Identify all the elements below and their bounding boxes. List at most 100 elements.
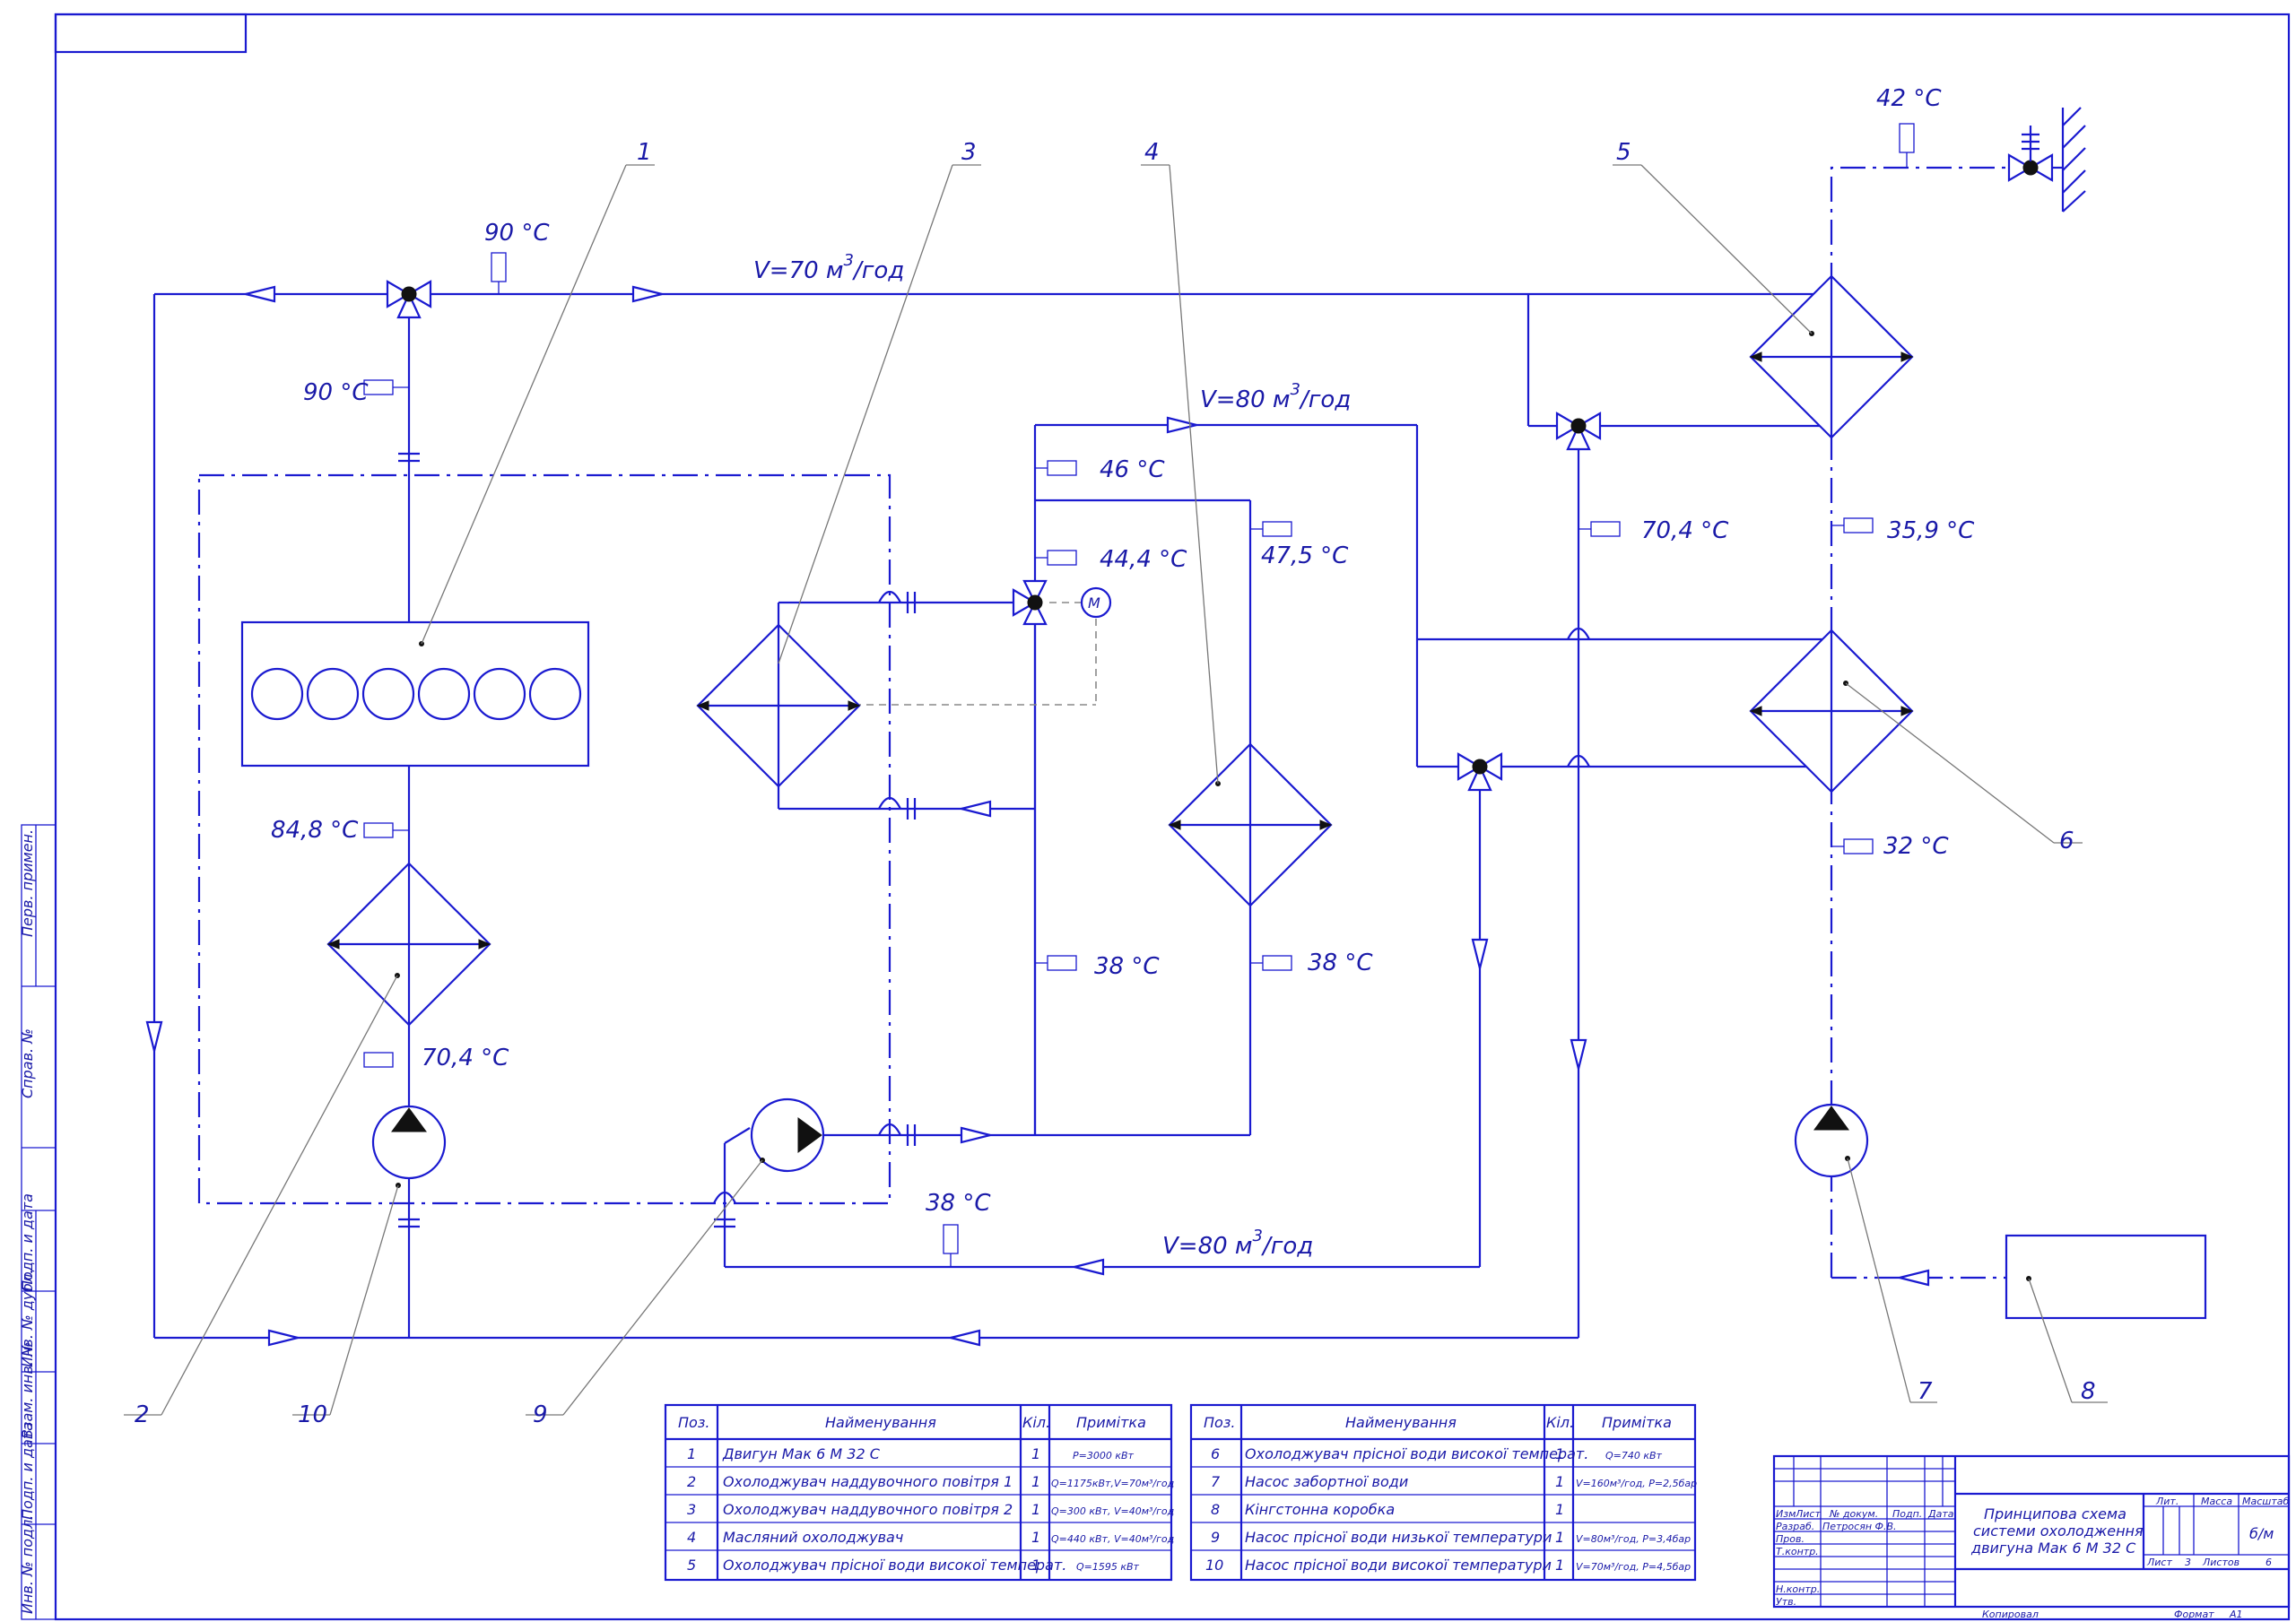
drawing-title-2: системи охолодження (1973, 1522, 2144, 1540)
engine (240, 620, 590, 768)
temp-90-left: 90 °С (303, 379, 369, 406)
svg-text:P=3000 кВт: P=3000 кВт (1073, 1450, 1135, 1462)
svg-text:V=160м³/год, P=2,5бар: V=160м³/год, P=2,5бар (1576, 1478, 1697, 1489)
svg-text:Т.контр.: Т.контр. (1776, 1546, 1819, 1557)
svg-text:10: 10 (1205, 1557, 1223, 1574)
temp-444: 44,4 °С (1100, 546, 1187, 573)
svg-text:3: 3 (2185, 1557, 2191, 1568)
svg-text:Охолоджувач прісної води висок: Охолоджувач прісної води високої темпера… (1245, 1445, 1588, 1462)
svg-text:Масштаб: Масштаб (2242, 1496, 2289, 1507)
flow-bottom: V=80 м (1162, 1233, 1253, 1260)
svg-text:1: 1 (1555, 1445, 1564, 1462)
pos-6: 6 (2059, 828, 2074, 854)
svg-text:5: 5 (687, 1557, 696, 1574)
temp-704-left: 70,4 °С (422, 1045, 509, 1071)
valve-top (386, 280, 432, 319)
svg-text:Кіл.: Кіл. (1022, 1414, 1050, 1431)
svg-text:V=70 м3/год: V=70 м3/год (753, 251, 904, 284)
svg-text:1: 1 (1031, 1473, 1040, 1490)
side-stamp-4: Инв. № дубл. (19, 1270, 36, 1367)
svg-text:Найменування: Найменування (825, 1414, 936, 1431)
side-stamp-5: Взам. инв. № (19, 1341, 36, 1439)
svg-text:V=80м³/год, P=3,4бар: V=80м³/год, P=3,4бар (1576, 1533, 1691, 1545)
temp-359: 35,9 °С (1887, 517, 1975, 544)
svg-text:Петросян Ф.В.: Петросян Ф.В. (1822, 1521, 1897, 1532)
svg-text:Q=440 кВт, V=40м³/год: Q=440 кВт, V=40м³/год (1051, 1533, 1174, 1545)
temp-475: 47,5 °С (1261, 542, 1349, 569)
pump-7 (1794, 1103, 1869, 1178)
svg-text:Поз.: Поз. (678, 1414, 709, 1431)
svg-text:Пров.: Пров. (1776, 1533, 1805, 1545)
temp-704-right: 70,4 °С (1641, 517, 1729, 544)
svg-text:1: 1 (687, 1445, 696, 1462)
svg-text:б/м: б/м (2249, 1525, 2274, 1542)
pos-7: 7 (1918, 1378, 1933, 1405)
side-stamp: Перв. примен. Справ. № Подп. и дата Инв.… (19, 829, 36, 1614)
svg-text:Подп.: Подп. (1892, 1508, 1922, 1520)
svg-text:№ докум.: № докум. (1829, 1508, 1878, 1520)
svg-text:6: 6 (1211, 1445, 1220, 1462)
temp-32: 32 °С (1883, 833, 1949, 860)
svg-text:Лит.: Лит. (2155, 1496, 2179, 1507)
svg-text:Насос прісної води низької тем: Насос прісної води низької температури (1245, 1529, 1552, 1546)
svg-text:6: 6 (2266, 1557, 2272, 1568)
pos-9: 9 (533, 1401, 548, 1428)
temp-38-b: 38 °С (1308, 950, 1373, 976)
valve-lt-thermostat: М (1012, 579, 1112, 626)
svg-text:1: 1 (1555, 1557, 1564, 1574)
svg-text:V=70м³/год, P=4,5бар: V=70м³/год, P=4,5бар (1576, 1561, 1691, 1573)
pos-3: 3 (961, 139, 977, 166)
pos-5: 5 (1616, 139, 1631, 166)
drawing-title-3: двигуна Мак 6 М 32 С (1970, 1540, 2136, 1557)
svg-text:Листов: Листов (2202, 1557, 2239, 1568)
pos-1: 1 (637, 139, 652, 166)
svg-text:3: 3 (687, 1501, 696, 1518)
svg-text:Формат: Формат (2174, 1609, 2214, 1620)
svg-text:Масса: Масса (2201, 1496, 2232, 1507)
heat-exchanger-4 (1168, 742, 1333, 907)
heat-exchanger-5 (1749, 274, 1914, 439)
svg-text:Лист: Лист (1795, 1508, 1821, 1520)
svg-text:Q=1175кВт,V=70м³/год: Q=1175кВт,V=70м³/год (1051, 1478, 1174, 1489)
temp-848: 84,8 °С (271, 817, 359, 844)
svg-text:9: 9 (1211, 1529, 1220, 1546)
temperature-labels: 90 °С 90 °С 84,8 °С 70,4 °С 46 °С 44,4 °… (271, 85, 1975, 1217)
svg-text:1: 1 (1031, 1501, 1040, 1518)
valve-lt-right (1457, 752, 1503, 792)
svg-text:Охолоджувач наддувочного повіт: Охолоджувач наддувочного повітря 2 (723, 1501, 1013, 1518)
temp-38-a: 38 °С (1094, 953, 1160, 980)
temp-90-top: 90 °С (484, 220, 550, 247)
flow-mid: V=80 м (1200, 386, 1291, 413)
svg-text:М: М (1088, 594, 1100, 612)
svg-text:2: 2 (687, 1473, 696, 1490)
svg-text:Копировал: Копировал (1982, 1609, 2039, 1620)
svg-text:Изм: Изм (1776, 1508, 1796, 1520)
side-stamp-6: Подп. и дата (19, 1422, 36, 1520)
svg-text:Насос забортної води: Насос забортної води (1245, 1473, 1408, 1490)
svg-text:Поз.: Поз. (1204, 1414, 1235, 1431)
sea-chest (2005, 1234, 2207, 1320)
heat-exchanger-3 (696, 603, 861, 809)
drawing-title-1: Принципова схема (1984, 1505, 2126, 1522)
pos-2: 2 (135, 1401, 150, 1428)
title-block: Изм Лист № докум. Подп. Дата Разраб. Пет… (1772, 1454, 2291, 1620)
svg-text:1: 1 (1555, 1501, 1564, 1518)
ht-circuit (152, 292, 1831, 1340)
svg-text:1: 1 (1555, 1473, 1564, 1490)
svg-text:Примітка: Примітка (1602, 1414, 1672, 1431)
side-stamp-3: Подп. и дата (19, 1193, 36, 1291)
svg-text:Дата: Дата (1927, 1508, 1954, 1520)
svg-text:Охолоджувач прісної води висок: Охолоджувач прісної води високої темпера… (723, 1557, 1066, 1574)
svg-text:1: 1 (1031, 1557, 1040, 1574)
svg-text:Q=1595 кВт: Q=1595 кВт (1076, 1561, 1140, 1573)
svg-text:Разраб.: Разраб. (1776, 1521, 1814, 1532)
temp-38-bottom: 38 °С (926, 1190, 991, 1217)
svg-text:4: 4 (687, 1529, 696, 1546)
svg-text:Кіл.: Кіл. (1546, 1414, 1574, 1431)
legend-table-left: Поз. Найменування Кіл. Примітка 1 Двигун… (664, 1403, 1174, 1582)
side-stamp-1: Перв. примен. (19, 829, 36, 937)
flow-top: V=70 м (753, 257, 844, 284)
svg-text:V=80 м3/год: V=80 м3/год (1162, 1227, 1313, 1260)
pos-8: 8 (2081, 1378, 2096, 1405)
